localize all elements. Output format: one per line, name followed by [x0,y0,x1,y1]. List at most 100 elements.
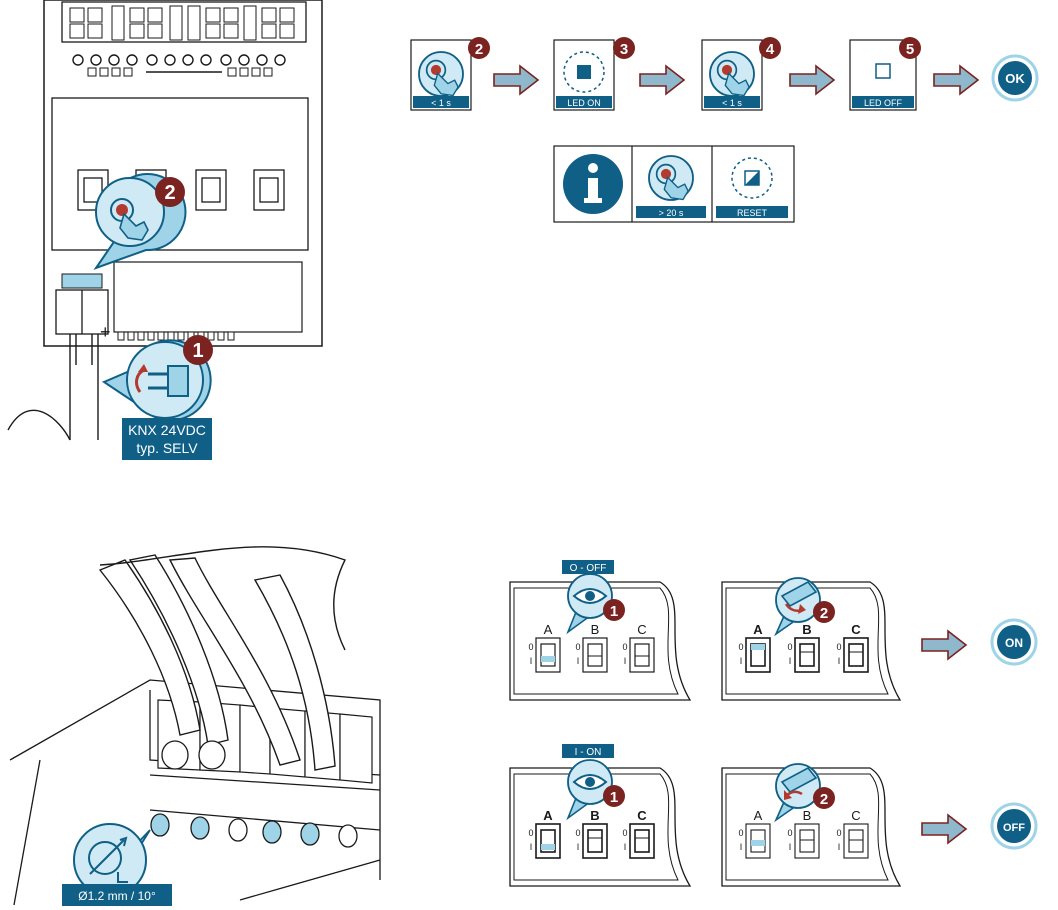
switch-pos-0: 0 [622,642,627,652]
step-badge [899,37,921,59]
programming-sequence: < 1 s 2 LED ON 3 < 1 s 4 [410,37,1039,223]
top-screw-terminals [69,5,295,41]
switch-pos-1: I [530,842,533,852]
off-result: OFF [990,802,1038,850]
on-result: ON [990,618,1038,666]
reset-panel: > 20 s RESET [553,145,795,223]
step-badge-number: 2 [475,41,483,58]
plus-sign: + [100,322,111,342]
switch-pos-0: 0 [738,642,743,652]
switch-label-c: C [851,808,860,823]
plug-icon [135,364,189,397]
switch-label-a: A [544,622,553,637]
switch-pos-1: I [577,842,580,852]
flip-switch-icon [780,766,818,800]
step-badge [468,37,490,59]
switch-label-b: B [803,808,812,823]
switch-set-off-before [535,637,655,673]
step-caption: LED ON [567,98,601,108]
step-badge-number: 5 [906,41,914,58]
step-badge [603,785,625,807]
step-caption: LED OFF [864,98,903,108]
step-badge [155,177,185,207]
step-caption: < 1 s [431,98,451,108]
switch-label-c: C [637,622,646,637]
power-spec-line2: typ. SELV [136,440,198,456]
switch-pos-1: I [577,656,580,666]
sequence-step-1: < 1 s 2 [410,37,490,111]
switch-pos-1: I [740,842,743,852]
reset-caption: RESET [737,208,768,218]
screw-holes-bottom [150,740,358,848]
switch-pos-1: I [789,842,792,852]
step-badge-number: 1 [610,789,618,806]
switch-pos-1: I [624,842,627,852]
switch-label-a: A [543,808,553,823]
step-badge [813,601,835,623]
check-off-callout: O - OFF 1 [562,560,625,635]
info-icon [563,154,623,214]
switch-label-b: B [802,622,811,637]
sequence-step-3: < 1 s 4 [701,37,781,111]
switch-pos-1: I [789,656,792,666]
step-badge [759,37,781,59]
switch-label-a: A [753,622,763,637]
arrow-icon [921,814,967,844]
switch-label-a: A [754,808,763,823]
flip-off-callout: 2 [774,763,835,823]
eye-icon [572,774,608,790]
flip-on-callout: 2 [774,577,835,637]
switch-pos-1: I [530,656,533,666]
check-on-callout: I - ON 1 [562,744,625,821]
device-illustration: + 2 [7,0,323,460]
connect-bus-callout: 1 KNX 24VDC typ. SELV [101,335,213,460]
wire-diameter-icon [88,836,128,883]
switch-label-c: C [637,808,647,823]
on-result-label: ON [1005,636,1023,650]
bus-cable [7,334,99,441]
arrow-icon [921,630,967,660]
switch-pos-0: 0 [836,642,841,652]
state-tag: O - OFF [570,563,607,574]
switch-pos-1: I [838,842,841,852]
switch-pos-0: 0 [575,642,580,652]
switch-pos-0: 0 [528,828,533,838]
switch-settings: A B C A B C A B C A B C 0 I 0 I 0 I 0 I … [509,560,1038,887]
switch-pos-0: 0 [738,828,743,838]
switch-pos-1: I [624,656,627,666]
wiring-illustration: Ø1.2 mm / 10° [9,546,381,906]
switch-pos-0: 0 [622,828,627,838]
press-button-callout: 2 [93,173,187,270]
sequence-step-2: LED ON 3 [553,37,635,111]
switch-pos-0: 0 [836,828,841,838]
wire-spec-callout: Ø1.2 mm / 10° [62,823,172,906]
label-field [113,261,303,333]
step-badge-number: 2 [820,791,828,808]
ok-result-label: OK [1005,71,1025,86]
arrow-icon [789,65,835,95]
step-badge [613,37,635,59]
arrow-icon [493,65,539,95]
switch-label-b: B [591,622,600,637]
step-badge-number: 3 [620,41,628,58]
switch-set-off-after [745,823,869,859]
switch-pos-0: 0 [787,828,792,838]
switch-pos-0: 0 [787,642,792,652]
switch-label-b: B [590,808,599,823]
flip-switch-icon [780,580,818,614]
step-badge [183,335,213,365]
switch-pos-0: 0 [575,828,580,838]
wire-spec-label: Ø1.2 mm / 10° [78,889,156,903]
switch-label-c: C [851,622,861,637]
switch-pos-1: I [740,656,743,666]
power-spec-label [122,418,212,460]
switch-set-on-before [535,823,655,859]
screw-holes-top [72,54,286,66]
arrow-icon [933,65,979,95]
step-badge-number: 1 [610,603,618,620]
press-duration-caption: > 20 s [659,208,684,218]
step-badge-number: 2 [164,182,175,204]
state-tag: I - ON [575,747,602,758]
led-off-icon [875,63,891,79]
